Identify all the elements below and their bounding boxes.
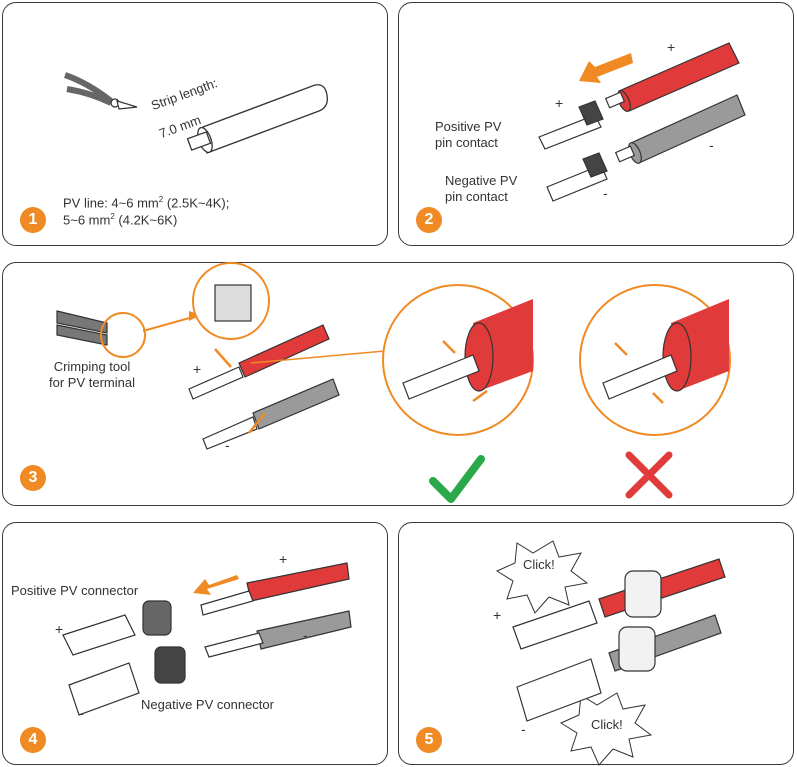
wire-stripper-icon [63, 72, 138, 110]
minus-sign: - [225, 437, 230, 453]
positive-pin-label-line-2: pin contact [435, 135, 498, 151]
plus-sign: + [667, 39, 676, 55]
correct-crimp-zoom [382, 284, 534, 436]
positive-connector [62, 600, 172, 656]
negative-pin-label-line-2: pin contact [445, 189, 508, 205]
gray-cable [204, 610, 352, 658]
gray-cable [614, 94, 746, 164]
minus-sign: - [79, 705, 84, 721]
crimping-tool-icon [56, 310, 146, 358]
step-badge: 4 [20, 727, 46, 753]
positive-connector-label: Positive PV connector [11, 583, 139, 598]
step-badge: 2 [416, 207, 442, 233]
click-burst-2 [559, 692, 653, 766]
minus-sign: - [709, 137, 714, 153]
strip-illustration [63, 72, 328, 154]
step-badge: 1 [20, 207, 46, 233]
plus-sign: + [55, 621, 64, 637]
positive-pin-contact [538, 100, 604, 150]
pv-line-spec-line-1: PV line: 4~6 mm2 (2.5K~4K); [63, 195, 230, 211]
step-badge: 3 [20, 465, 46, 491]
crimping-illustration [56, 262, 731, 503]
plus-sign: + [555, 95, 564, 111]
check-icon [429, 455, 485, 503]
negative-pin-contact [546, 152, 608, 202]
positive-mated-connector [512, 558, 726, 650]
plus-sign: + [193, 361, 202, 377]
incorrect-crimp-zoom [579, 284, 731, 436]
red-cable [604, 42, 740, 112]
connector-assembly-illustration [62, 562, 352, 716]
plus-sign: + [279, 551, 288, 567]
negative-mated-connector [516, 614, 722, 722]
pv-line-spec-line-2: 5~6 mm2 (4.2K~6K) [63, 211, 178, 227]
red-cable [200, 562, 350, 616]
crimp-cables [188, 324, 340, 450]
positive-pin-label-line-1: Positive PV [435, 119, 502, 134]
minus-sign: - [521, 721, 526, 737]
panel-step-4: Positive PV connector Negative PV connec… [2, 522, 388, 765]
negative-connector [68, 646, 186, 716]
crimping-tool-label-line-2: for PV terminal [49, 375, 135, 391]
connector-click-illustration [495, 540, 726, 766]
pin-contact-illustration [538, 42, 746, 202]
click-label: Click! [591, 717, 623, 732]
negative-pin-label: Negative PV pin contact [445, 173, 517, 206]
panel-step-2: + + - - Positive PV pin contact Negative… [398, 2, 794, 246]
minus-sign: - [303, 627, 308, 643]
crimping-tool-label: Crimping tool for PV terminal [49, 359, 135, 392]
click-label: Click! [523, 557, 555, 572]
step-badge: 5 [416, 727, 442, 753]
pv-line-spec: PV line: 4~6 mm2 (2.5K~4K); 5~6 mm2 (4.2… [63, 195, 229, 228]
panel-step-5: Click! Click! + - 5 [398, 522, 794, 766]
crimping-tool-label-line-1: Crimping tool [53, 359, 131, 374]
stripped-cable [186, 84, 328, 154]
orange-arrow-icon [193, 575, 239, 595]
negative-pin-label-line-1: Negative PV [445, 173, 518, 188]
orange-arrow-icon [579, 53, 633, 83]
crimping-die-zoom [142, 262, 270, 340]
cross-icon [625, 451, 673, 499]
click-burst-1 [495, 540, 589, 614]
positive-pin-label: Positive PV pin contact [435, 119, 501, 152]
panel-step-1: Strip length: 7.0 mm PV line: 4~6 mm2 (2… [2, 2, 388, 246]
minus-sign: - [603, 185, 608, 201]
negative-connector-label: Negative PV connector [141, 697, 274, 712]
panel-step-3: Crimping tool for PV terminal + - 3 [2, 262, 794, 506]
plus-sign: + [493, 607, 502, 623]
